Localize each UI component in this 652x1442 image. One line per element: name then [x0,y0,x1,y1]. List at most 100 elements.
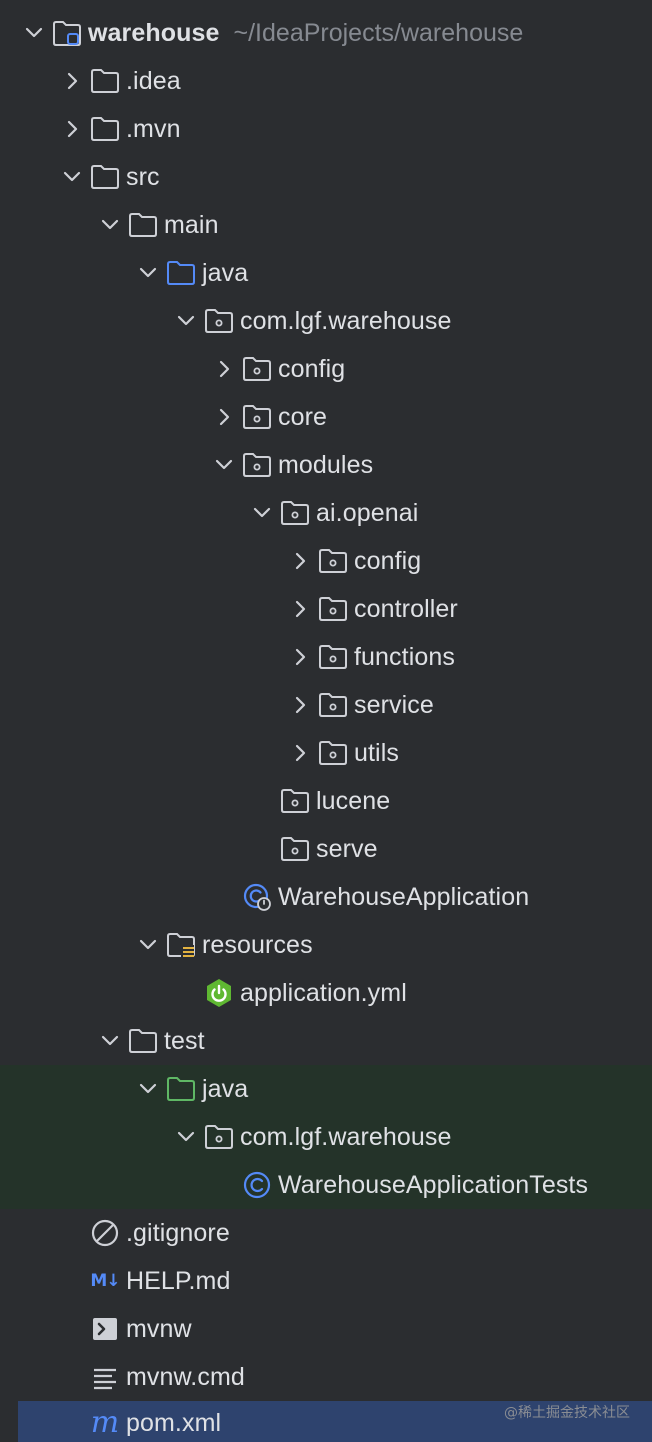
package-icon [242,354,272,384]
ignore-file-icon [90,1218,120,1248]
tree-item-idea[interactable]: .idea [0,57,652,105]
resources-folder-icon [166,930,196,960]
tree-item-mvnw[interactable]: mvnw [0,1305,652,1353]
chevron-down-icon[interactable] [100,213,120,237]
tree-item-label: resources [202,930,313,959]
chevron-down-icon[interactable] [138,1077,158,1101]
package-icon [318,594,348,624]
tree-item-label: lucene [316,786,391,815]
package-icon [318,690,348,720]
module-folder-icon [52,18,82,48]
package-icon [280,834,310,864]
tree-item-label: HELP.md [126,1266,231,1295]
folder-icon [90,66,120,96]
tree-item-test-package[interactable]: com.lgf.warehouse [0,1113,652,1161]
chevron-right-icon[interactable] [214,405,234,429]
package-icon [318,642,348,672]
spring-boot-class-icon [242,882,272,912]
tree-item-label: functions [354,642,455,671]
package-icon [318,738,348,768]
package-icon [242,402,272,432]
tree-item-ai-utils[interactable]: utils [0,729,652,777]
tree-item-application-yml[interactable]: application.yml [0,969,652,1017]
tree-item-label: WarehouseApplicationTests [278,1170,589,1199]
tree-item-label: java [202,258,249,287]
chevron-down-icon[interactable] [252,501,272,525]
tree-item-label: serve [316,834,378,863]
tree-item-warehouse-application-tests[interactable]: WarehouseApplicationTests [0,1161,652,1209]
tree-item-core[interactable]: core [0,393,652,441]
package-icon [204,306,234,336]
package-icon [280,498,310,528]
chevron-down-icon[interactable] [176,1125,196,1149]
chevron-right-icon[interactable] [290,549,310,573]
tree-item-label: config [354,546,422,575]
text-file-icon [90,1362,120,1392]
tree-item-mvn[interactable]: .mvn [0,105,652,153]
tree-item-label: controller [354,594,458,623]
tree-item-gitignore[interactable]: .gitignore [0,1209,652,1257]
project-name: warehouse [88,18,220,47]
chevron-right-icon[interactable] [290,693,310,717]
chevron-down-icon[interactable] [62,165,82,189]
chevron-right-icon[interactable] [290,597,310,621]
chevron-down-icon[interactable] [24,21,44,45]
maven-icon: m [90,1405,120,1440]
tree-item-label: ai.openai [316,498,419,527]
tree-item-label: com.lgf.warehouse [240,306,452,335]
tree-item-ai-functions[interactable]: functions [0,633,652,681]
tree-item-label: .mvn [126,114,181,143]
tree-item-warehouse[interactable]: warehouse ~/IdeaProjects/warehouse [0,9,652,57]
chevron-down-icon[interactable] [138,933,158,957]
tree-item-main-package[interactable]: com.lgf.warehouse [0,297,652,345]
tree-item-serve[interactable]: serve [0,825,652,873]
tree-item-resources[interactable]: resources [0,921,652,969]
tree-item-label: com.lgf.warehouse [240,1122,452,1151]
tree-item-label: .gitignore [126,1218,230,1247]
folder-icon [90,114,120,144]
tree-item-label: application.yml [240,978,407,1007]
chevron-right-icon[interactable] [214,357,234,381]
tree-item-ai-openai[interactable]: ai.openai [0,489,652,537]
chevron-right-icon[interactable] [290,645,310,669]
tree-item-label: config [278,354,346,383]
chevron-right-icon[interactable] [62,117,82,141]
chevron-down-icon[interactable] [138,261,158,285]
tree-item-config[interactable]: config [0,345,652,393]
tree-item-ai-service[interactable]: service [0,681,652,729]
tree-item-main-java[interactable]: java [0,249,652,297]
tree-item-mvnw-cmd[interactable]: mvnw.cmd [0,1353,652,1401]
folder-icon [90,162,120,192]
tree-item-src[interactable]: src [0,153,652,201]
shell-script-icon [90,1314,120,1344]
tree-item-help-md[interactable]: M↓ HELP.md [0,1257,652,1305]
tree-item-test-java[interactable]: java [0,1065,652,1113]
project-path: ~/IdeaProjects/warehouse [233,18,524,47]
class-icon [242,1170,272,1200]
chevron-down-icon[interactable] [176,309,196,333]
chevron-right-icon[interactable] [290,741,310,765]
tree-item-label: pom.xml [126,1408,222,1437]
tree-item-ai-controller[interactable]: controller [0,585,652,633]
tree-item-pom-xml[interactable]: m pom.xml [18,1401,652,1442]
chevron-down-icon[interactable] [214,453,234,477]
chevron-down-icon[interactable] [100,1029,120,1053]
markdown-icon: M↓ [90,1271,120,1291]
package-icon [242,450,272,480]
tree-item-lucene[interactable]: lucene [0,777,652,825]
tree-item-label: .idea [126,66,181,95]
tree-item-ai-config[interactable]: config [0,537,652,585]
tree-item-label: modules [278,450,374,479]
tree-item-label: WarehouseApplication [278,882,530,911]
tree-item-modules[interactable]: modules [0,441,652,489]
tree-item-test[interactable]: test [0,1017,652,1065]
tree-item-label: src [126,162,160,191]
tree-item-warehouse-application[interactable]: WarehouseApplication [0,873,652,921]
chevron-right-icon[interactable] [62,69,82,93]
tree-item-label: test [164,1026,205,1055]
source-root-folder-icon [166,258,196,288]
tree-item-main[interactable]: main [0,201,652,249]
spring-config-icon [204,978,234,1008]
package-icon [318,546,348,576]
